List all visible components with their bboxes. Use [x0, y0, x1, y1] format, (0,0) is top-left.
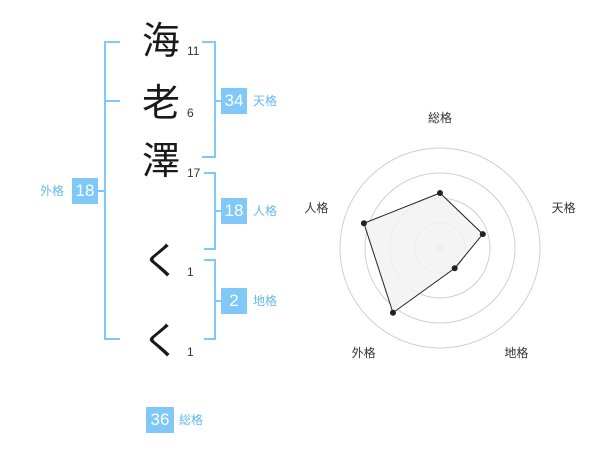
- soukaku-badge: 36: [146, 407, 174, 433]
- gaikaku-bracket: [104, 41, 120, 340]
- gaikaku-connector: [96, 190, 104, 192]
- chikaku-label: 地格: [253, 294, 278, 308]
- name-char-5: く: [141, 319, 180, 363]
- gaikaku-label: 外格: [40, 184, 65, 198]
- stroke-count-4: 1: [187, 265, 194, 279]
- stroke-count-5: 1: [187, 345, 194, 359]
- name-char-2: 老: [141, 81, 180, 125]
- tenkaku-connector: [214, 100, 221, 102]
- radar-axis-label-5: 人格: [304, 200, 328, 215]
- radar-axis-label-3: 地格: [504, 345, 528, 360]
- chikaku-bracket: [204, 259, 216, 340]
- name-char-1: 海: [141, 19, 180, 63]
- tenkaku-badge: 34: [221, 88, 247, 114]
- tenkaku-label: 天格: [253, 94, 278, 108]
- gaikaku-badge: 18: [72, 178, 98, 204]
- chikaku-badge: 2: [221, 288, 247, 314]
- radar-axis-label-1: 総格: [428, 110, 452, 125]
- tenkaku-bracket: [202, 41, 216, 158]
- radar-point-3: [451, 265, 458, 272]
- soukaku-label: 総格: [179, 413, 204, 427]
- radar-polygon: [363, 192, 484, 314]
- jinkaku-badge: 18: [221, 198, 247, 224]
- radar-axis-label-2: 天格: [552, 200, 576, 215]
- stroke-count-2: 6: [187, 106, 194, 120]
- stroke-count-3: 17: [187, 166, 201, 180]
- radar-polygon-group: [360, 190, 486, 316]
- name-char-3: 澤: [141, 139, 180, 183]
- radar-ring: [364, 172, 516, 324]
- jinkaku-connector: [214, 210, 221, 212]
- radar-point-1: [437, 190, 443, 196]
- radar-point-2: [479, 231, 486, 238]
- radar-axis-label-4: 外格: [352, 345, 376, 360]
- stroke-count-1: 11: [187, 44, 200, 58]
- radar-ring: [339, 147, 541, 349]
- chikaku-connector: [214, 300, 221, 302]
- radar-point-5: [360, 220, 367, 227]
- gaikaku-tick-middle: [104, 100, 120, 102]
- jinkaku-label: 人格: [253, 204, 278, 218]
- radar-point-4: [389, 309, 396, 316]
- name-char-4: く: [141, 239, 180, 283]
